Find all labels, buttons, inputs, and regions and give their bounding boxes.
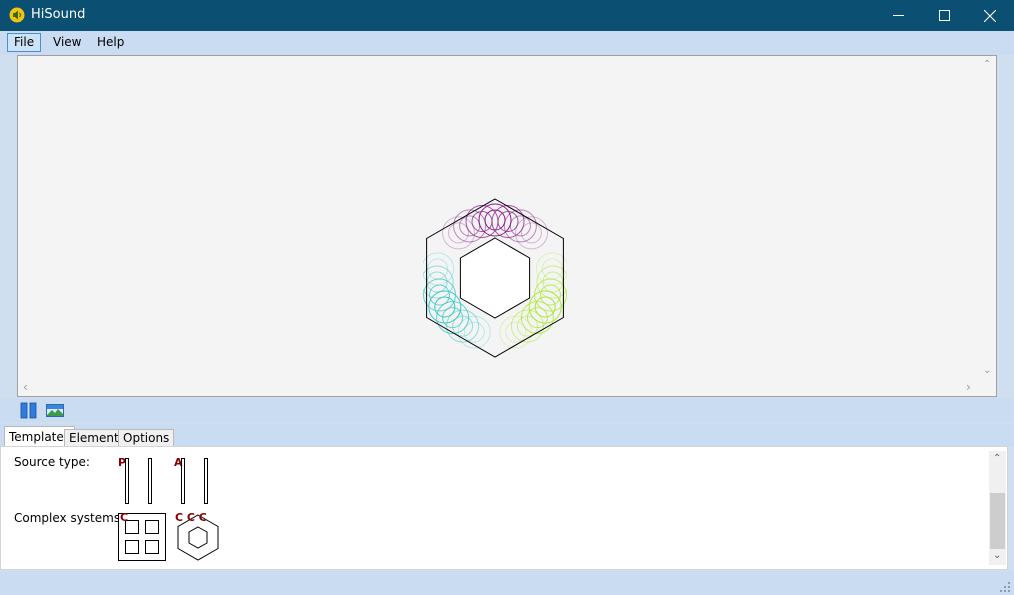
tool-strip xyxy=(0,398,1014,422)
image-icon[interactable] xyxy=(46,402,64,419)
status-bar xyxy=(0,571,1014,595)
tab-strip: Templates Elements Options xyxy=(0,424,1014,448)
scroll-right-arrow-icon[interactable]: › xyxy=(966,380,971,394)
source-template-item[interactable] xyxy=(198,456,216,506)
pattern-ring xyxy=(423,265,454,299)
minimize-icon xyxy=(892,15,904,16)
panel-scroll-up-arrow-icon[interactable]: ⌃ xyxy=(993,453,1002,464)
hexagon-pattern xyxy=(423,198,567,358)
pattern-ring xyxy=(509,215,531,237)
pattern-ring xyxy=(434,296,456,318)
pattern-ring xyxy=(423,252,455,286)
pattern-ring xyxy=(457,315,491,349)
source-template-letter: A xyxy=(174,456,183,469)
complex-template-item[interactable]: C C C xyxy=(175,511,221,562)
scroll-down-arrow-icon[interactable]: ⌄ xyxy=(983,365,992,376)
pattern-ring xyxy=(521,222,542,244)
pause-icon[interactable] xyxy=(20,402,38,419)
minimize-button[interactable] xyxy=(875,0,921,31)
canvas-horizontal-scrollbar[interactable]: ‹ › xyxy=(18,379,979,396)
pattern-ring xyxy=(426,271,448,293)
source-bar xyxy=(148,458,152,504)
pattern-ring xyxy=(510,309,544,343)
speaker-icon xyxy=(9,7,25,23)
pattern-ring xyxy=(427,258,449,280)
close-button[interactable] xyxy=(967,0,1013,31)
menu-file[interactable]: File xyxy=(7,33,42,52)
panel-scroll-down-arrow-icon[interactable]: ⌄ xyxy=(993,550,1002,561)
templates-panel: Source type: Complex systems: P A C C C … xyxy=(0,446,1008,570)
panel-vertical-scrollbar[interactable]: ⌃ ⌄ xyxy=(989,451,1006,565)
pattern-ring xyxy=(459,215,481,237)
window-title: HiSound xyxy=(31,7,86,22)
complex-template-item[interactable]: C xyxy=(117,511,167,562)
title-bar: HiSound xyxy=(0,0,1014,31)
source-bar xyxy=(204,458,208,504)
drawing-canvas[interactable]: ⌃ ⌄ ‹ › xyxy=(17,55,997,397)
menu-view[interactable]: View xyxy=(53,35,82,49)
pattern-ring xyxy=(540,284,561,306)
complex-systems-label: Complex systems: xyxy=(14,511,125,525)
source-bar xyxy=(125,458,129,504)
pattern-ring xyxy=(536,265,567,299)
pattern-ring xyxy=(497,211,519,232)
pattern-ring xyxy=(534,296,556,318)
pattern-ring xyxy=(448,222,469,244)
complex-template-letter: C C C xyxy=(175,511,207,524)
source-bar xyxy=(181,458,185,504)
pattern-ring xyxy=(516,315,538,337)
tab-elements[interactable]: Elements xyxy=(64,429,130,447)
pattern-ring xyxy=(505,321,527,343)
pattern-ring xyxy=(515,216,548,250)
pattern-ring xyxy=(528,290,562,324)
canvas-vertical-scrollbar[interactable]: ⌃ ⌄ xyxy=(979,56,996,379)
pattern-ring xyxy=(442,216,475,250)
source-template-item[interactable]: P xyxy=(118,456,136,506)
complex-template-letter: C xyxy=(120,511,129,524)
pattern-ring xyxy=(491,205,525,238)
pattern-ring xyxy=(423,278,456,312)
source-type-label: Source type: xyxy=(14,455,90,469)
pattern-ring xyxy=(442,307,464,329)
panel-scroll-thumb[interactable] xyxy=(990,493,1005,549)
source-template-letter: P xyxy=(118,456,127,469)
maximize-button[interactable] xyxy=(921,0,967,31)
pattern-ring xyxy=(463,321,485,343)
pattern-ring xyxy=(429,284,450,306)
pattern-ring xyxy=(436,301,470,335)
scroll-left-arrow-icon[interactable]: ‹ xyxy=(23,380,28,394)
resize-grip-icon[interactable] xyxy=(1000,582,1010,592)
outer-hexagon xyxy=(426,198,564,358)
close-icon xyxy=(984,9,996,22)
grid-template-icon xyxy=(118,513,166,561)
hexagon-template-icon xyxy=(177,514,219,561)
pattern-ring xyxy=(478,203,512,237)
scroll-up-arrow-icon[interactable]: ⌃ xyxy=(983,59,992,70)
pattern-ring xyxy=(503,209,537,243)
inner-hexagon xyxy=(459,237,531,319)
menu-bar: File View Help xyxy=(0,31,1014,55)
menu-help[interactable]: Help xyxy=(97,35,125,49)
tab-options[interactable]: Options xyxy=(118,429,175,447)
maximize-icon xyxy=(938,10,950,21)
source-template-item[interactable] xyxy=(142,456,160,506)
source-template-item[interactable]: A xyxy=(174,456,192,506)
pattern-ring xyxy=(499,315,533,349)
pattern-ring xyxy=(453,209,487,243)
